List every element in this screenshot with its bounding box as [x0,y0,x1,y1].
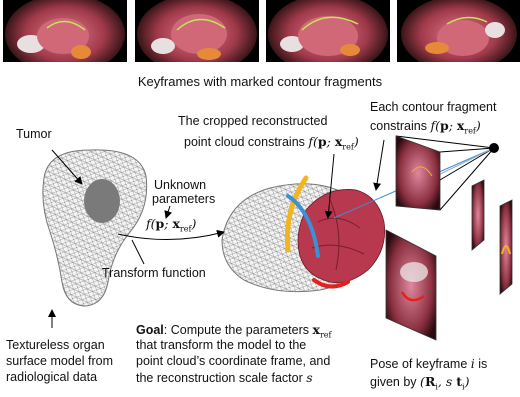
goal-line4: the reconstruction scale factor s [136,370,313,386]
goal-line3: point cloud’s coordinate frame, and [136,354,330,369]
organ-model-left [43,150,147,306]
cloud-caption-text: point cloud constrains [184,135,305,149]
organ-caption-line2: surface model from [6,354,113,369]
pose-frame-2 [386,230,436,340]
pose-symbol: (Ri, s ti) [420,374,469,389]
scale-symbol: s [306,370,312,385]
keyframe-index-symbol: i [471,356,475,371]
fragment-caption-line1: Each contour fragment [370,100,496,115]
fragment-caption-text: constrains [370,119,427,133]
tumor-label: Tumor [16,127,52,142]
pose-frame-1 [396,136,440,210]
organ-caption-line1: Textureless organ [6,338,105,353]
fragment-arrow [376,140,384,190]
cloud-caption-line2: point cloud constrains f(p; xref) [184,134,359,155]
goal-label: Goal [136,323,164,337]
unknown-params-line2: parameters [152,192,215,207]
fragment-constraint-symbol: f(p; xref) [430,118,480,133]
pose-caption-line1: Pose of keyframe i is [370,356,487,372]
pose-frame-3 [472,180,484,250]
goal-line2: that transform the model to the [136,338,306,353]
pose-caption-text-3: given by [370,375,417,389]
organ-caption-line3: radiological data [6,370,97,385]
goal-text-4: the reconstruction scale factor [136,371,303,385]
tumor-shape [84,179,120,223]
pose-caption-line2: given by (Ri, s ti) [370,374,469,395]
goal-xref-symbol: xref [313,322,332,337]
cloud-caption-line1: The cropped reconstructed [178,114,327,129]
cloud-constraint-symbol: f(p; xref) [308,134,358,149]
goal-text-1: : Compute the parameters [164,323,309,337]
unknown-params-line1: Unknown [154,178,206,193]
transform-symbol: f(p; xref) [146,216,196,237]
fragment-caption-line2: constrains f(p; xref) [370,118,481,139]
camera-center [489,143,499,153]
transform-function-label: Transform function [102,266,206,281]
pose-caption-text-1: Pose of keyframe [370,357,467,371]
transform-function-arrow [132,240,144,264]
pose-caption-text-2: is [478,357,487,371]
